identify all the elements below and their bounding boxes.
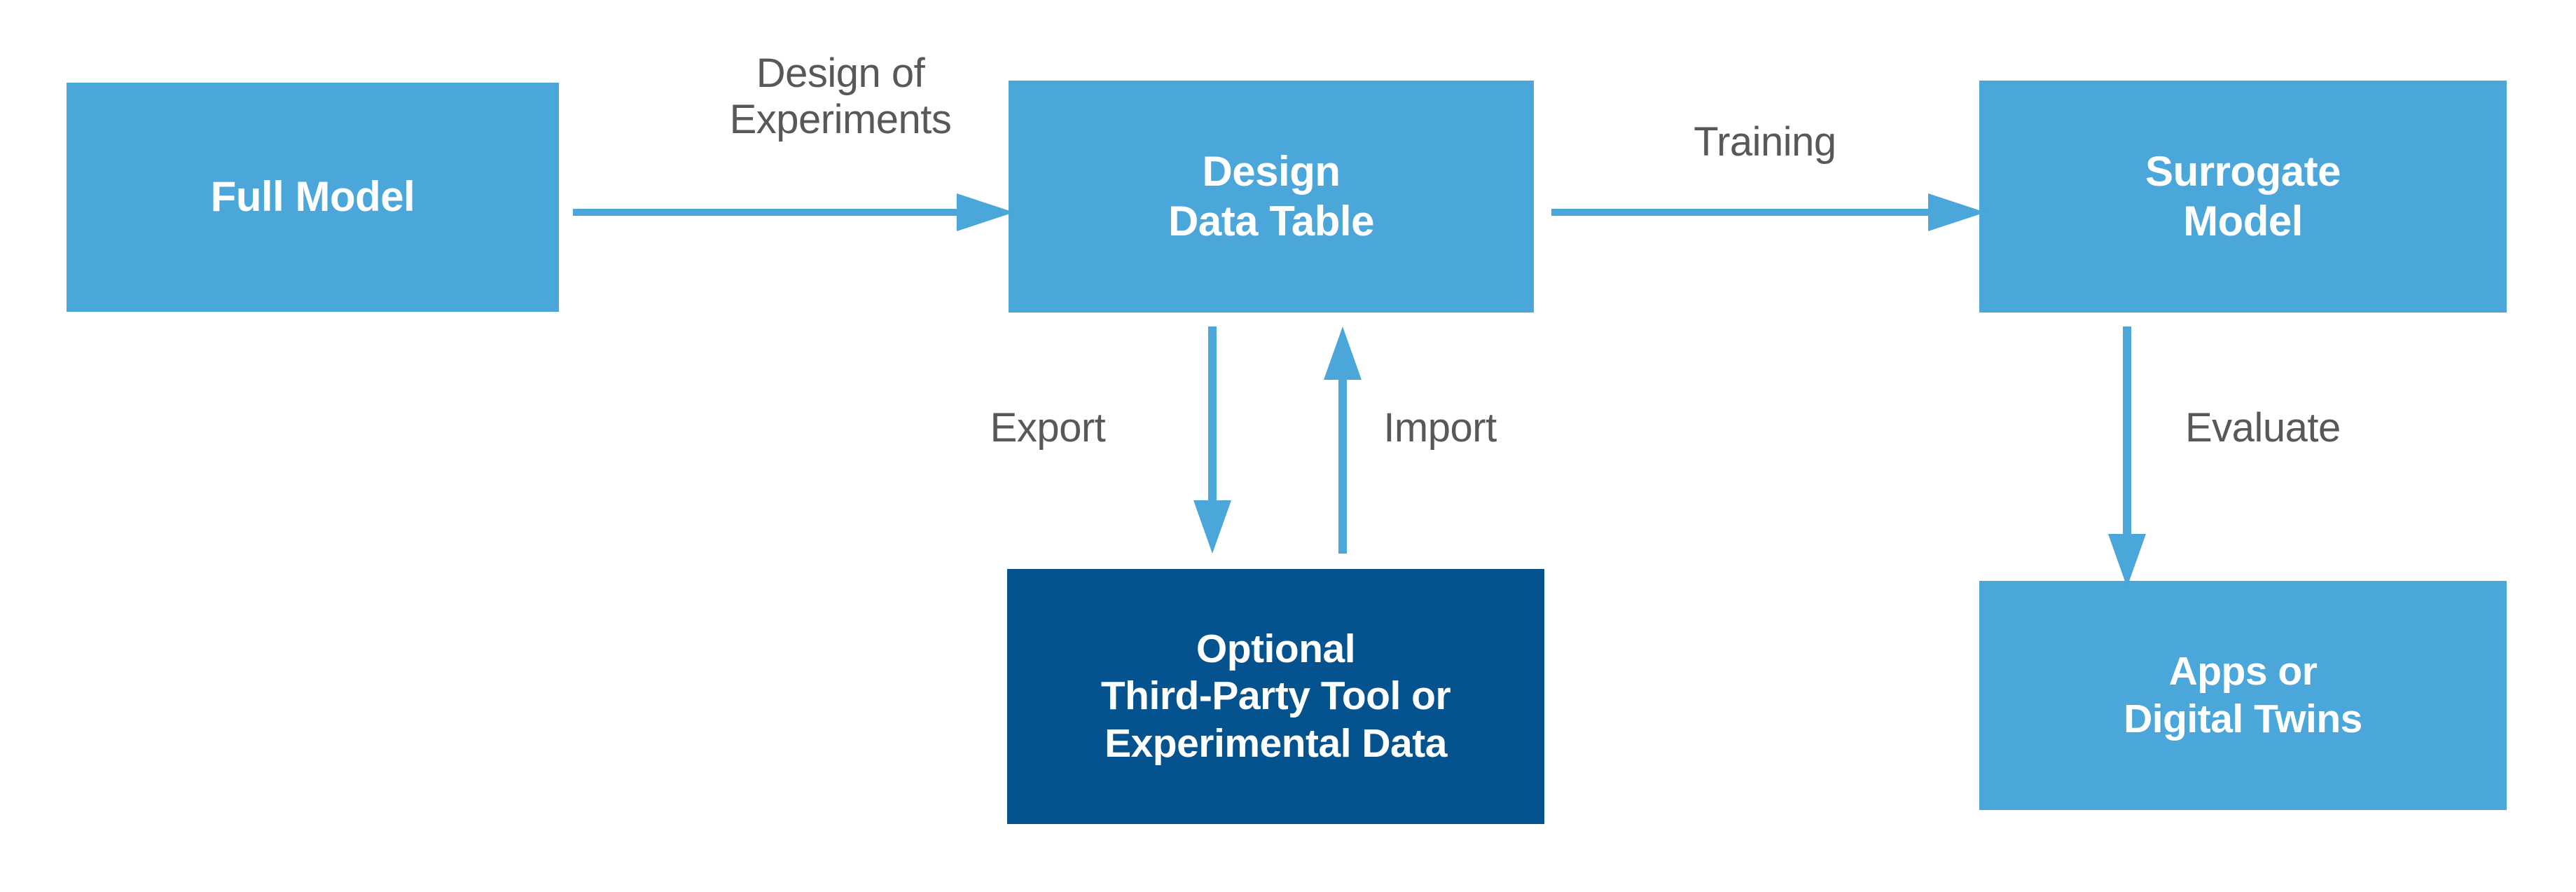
- arrow-evaluate: [2108, 327, 2146, 587]
- arrow-import: [1324, 327, 1362, 554]
- node-full-model[interactable]: Full Model: [67, 83, 559, 312]
- node-surrogate-model[interactable]: Surrogate Model: [1979, 81, 2507, 313]
- node-optional-third-party-tool-or-experimental-data[interactable]: Optional Third-Party Tool or Experimenta…: [1007, 569, 1544, 824]
- edge-label-training: Training: [1694, 119, 1836, 165]
- node-apps-or-digital-twins[interactable]: Apps or Digital Twins: [1979, 581, 2507, 810]
- edge-label-evaluate: Evaluate: [2185, 405, 2341, 451]
- edge-label-design-of-experiments: Design of Experiments: [729, 50, 952, 143]
- node-design-data-table[interactable]: Design Data Table: [1009, 81, 1534, 313]
- edge-label-import: Import: [1383, 405, 1497, 451]
- arrow-export: [1193, 327, 1231, 554]
- arrow-design-of-experiments: [573, 193, 1014, 231]
- edge-label-export: Export: [990, 405, 1106, 451]
- arrow-training: [1551, 193, 1986, 231]
